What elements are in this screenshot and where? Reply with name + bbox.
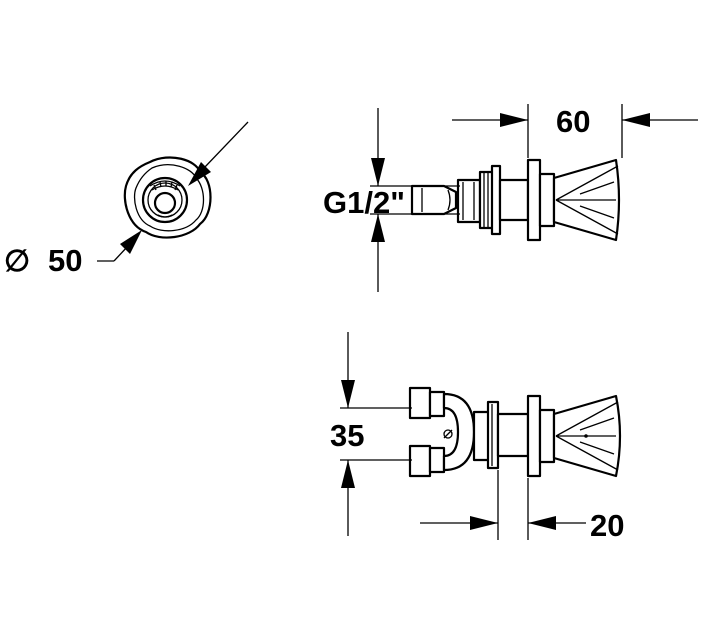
arrowhead xyxy=(470,516,498,530)
length-dimension-bottom: 20 xyxy=(420,470,624,543)
arrowhead xyxy=(500,113,528,127)
spacing-dimension: 35 xyxy=(330,332,412,536)
arrowhead xyxy=(528,516,556,530)
arrowhead xyxy=(622,113,650,127)
arrowhead xyxy=(341,380,355,408)
arrowhead xyxy=(188,162,211,186)
diameter-dimension: ∅ 50 xyxy=(4,121,249,278)
thread-label: G1/2" xyxy=(323,185,405,220)
side-view-bottom xyxy=(408,386,622,478)
thread-dimension: G1/2" xyxy=(323,108,460,292)
length-dimension-top: 60 xyxy=(452,104,698,158)
arrowhead xyxy=(371,158,385,186)
length-bottom-label: 20 xyxy=(590,508,624,543)
arrowhead xyxy=(120,230,142,254)
diameter-value: 50 xyxy=(48,243,82,278)
diameter-symbol: ∅ xyxy=(4,245,30,278)
length-top-label: 60 xyxy=(556,104,590,139)
spacing-label: 35 xyxy=(330,418,364,453)
arrowhead xyxy=(341,460,355,488)
side-view-top xyxy=(410,158,621,242)
arrowhead xyxy=(371,214,385,242)
